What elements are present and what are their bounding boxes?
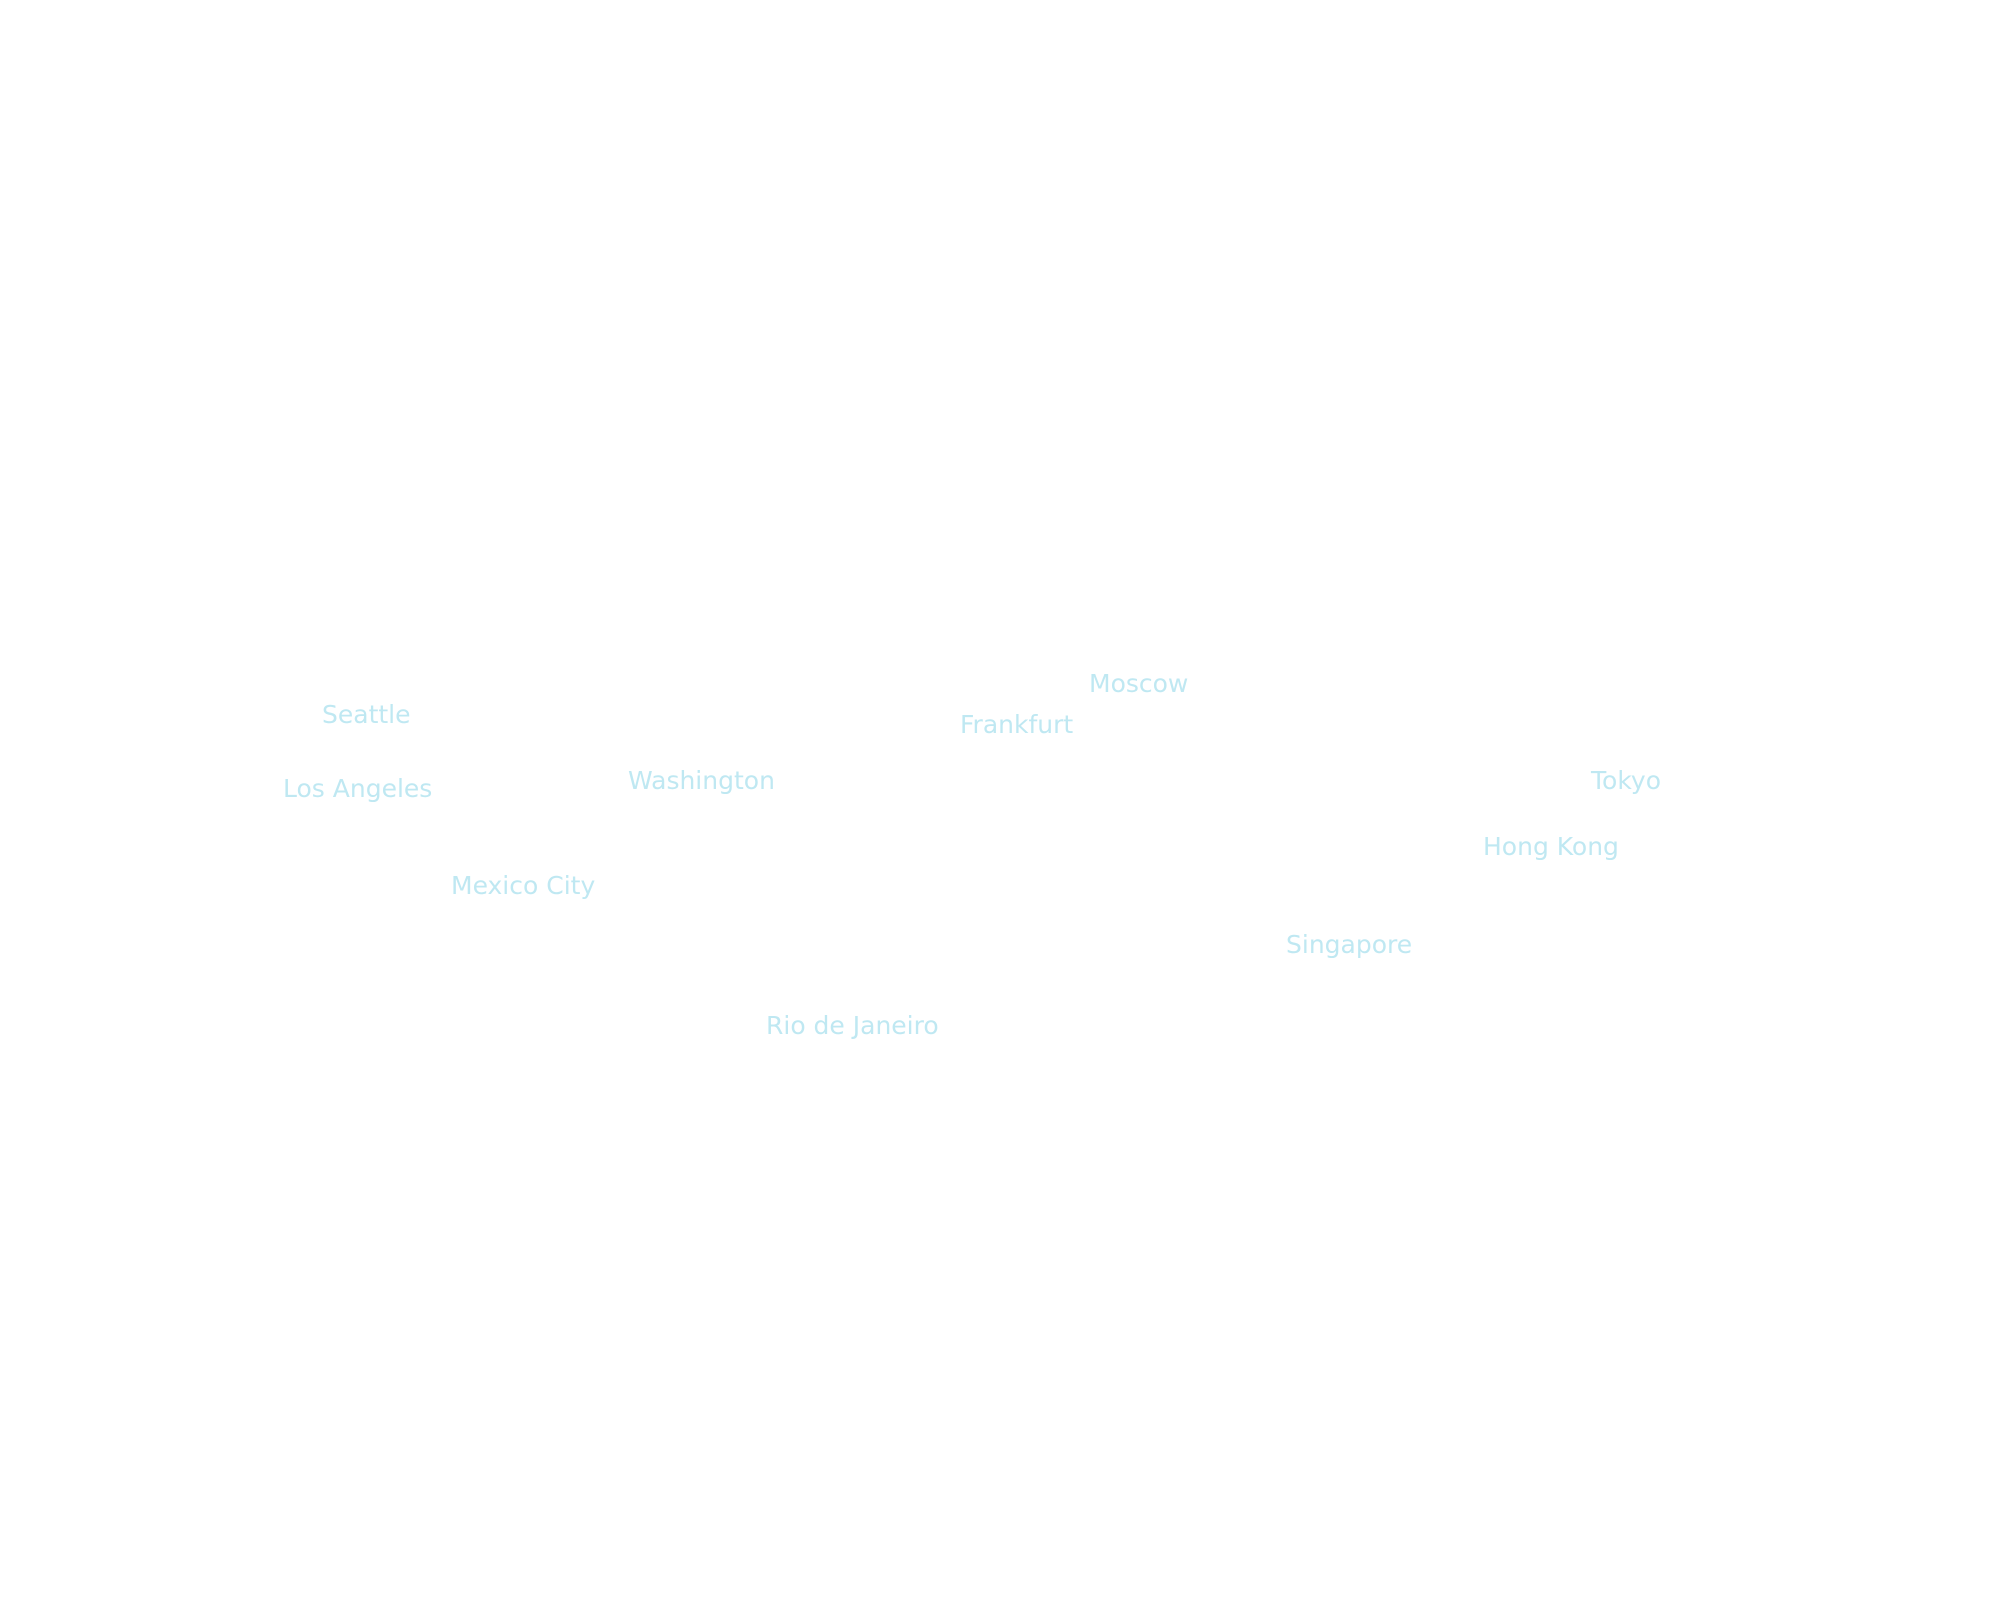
- city-label-hong-kong[interactable]: Hong Kong: [1483, 832, 1619, 861]
- city-label-mexico-city[interactable]: Mexico City: [451, 871, 596, 900]
- city-label-frankfurt[interactable]: Frankfurt: [960, 710, 1074, 739]
- city-label-rio-de-janeiro[interactable]: Rio de Janeiro: [766, 1011, 939, 1040]
- city-label-seattle[interactable]: Seattle: [322, 700, 411, 729]
- city-label-tokyo[interactable]: Tokyo: [1591, 766, 1661, 795]
- city-label-los-angeles[interactable]: Los Angeles: [283, 774, 433, 803]
- city-label-washington[interactable]: Washington: [628, 766, 775, 795]
- city-label-singapore[interactable]: Singapore: [1286, 930, 1413, 959]
- city-label-moscow[interactable]: Moscow: [1089, 669, 1189, 698]
